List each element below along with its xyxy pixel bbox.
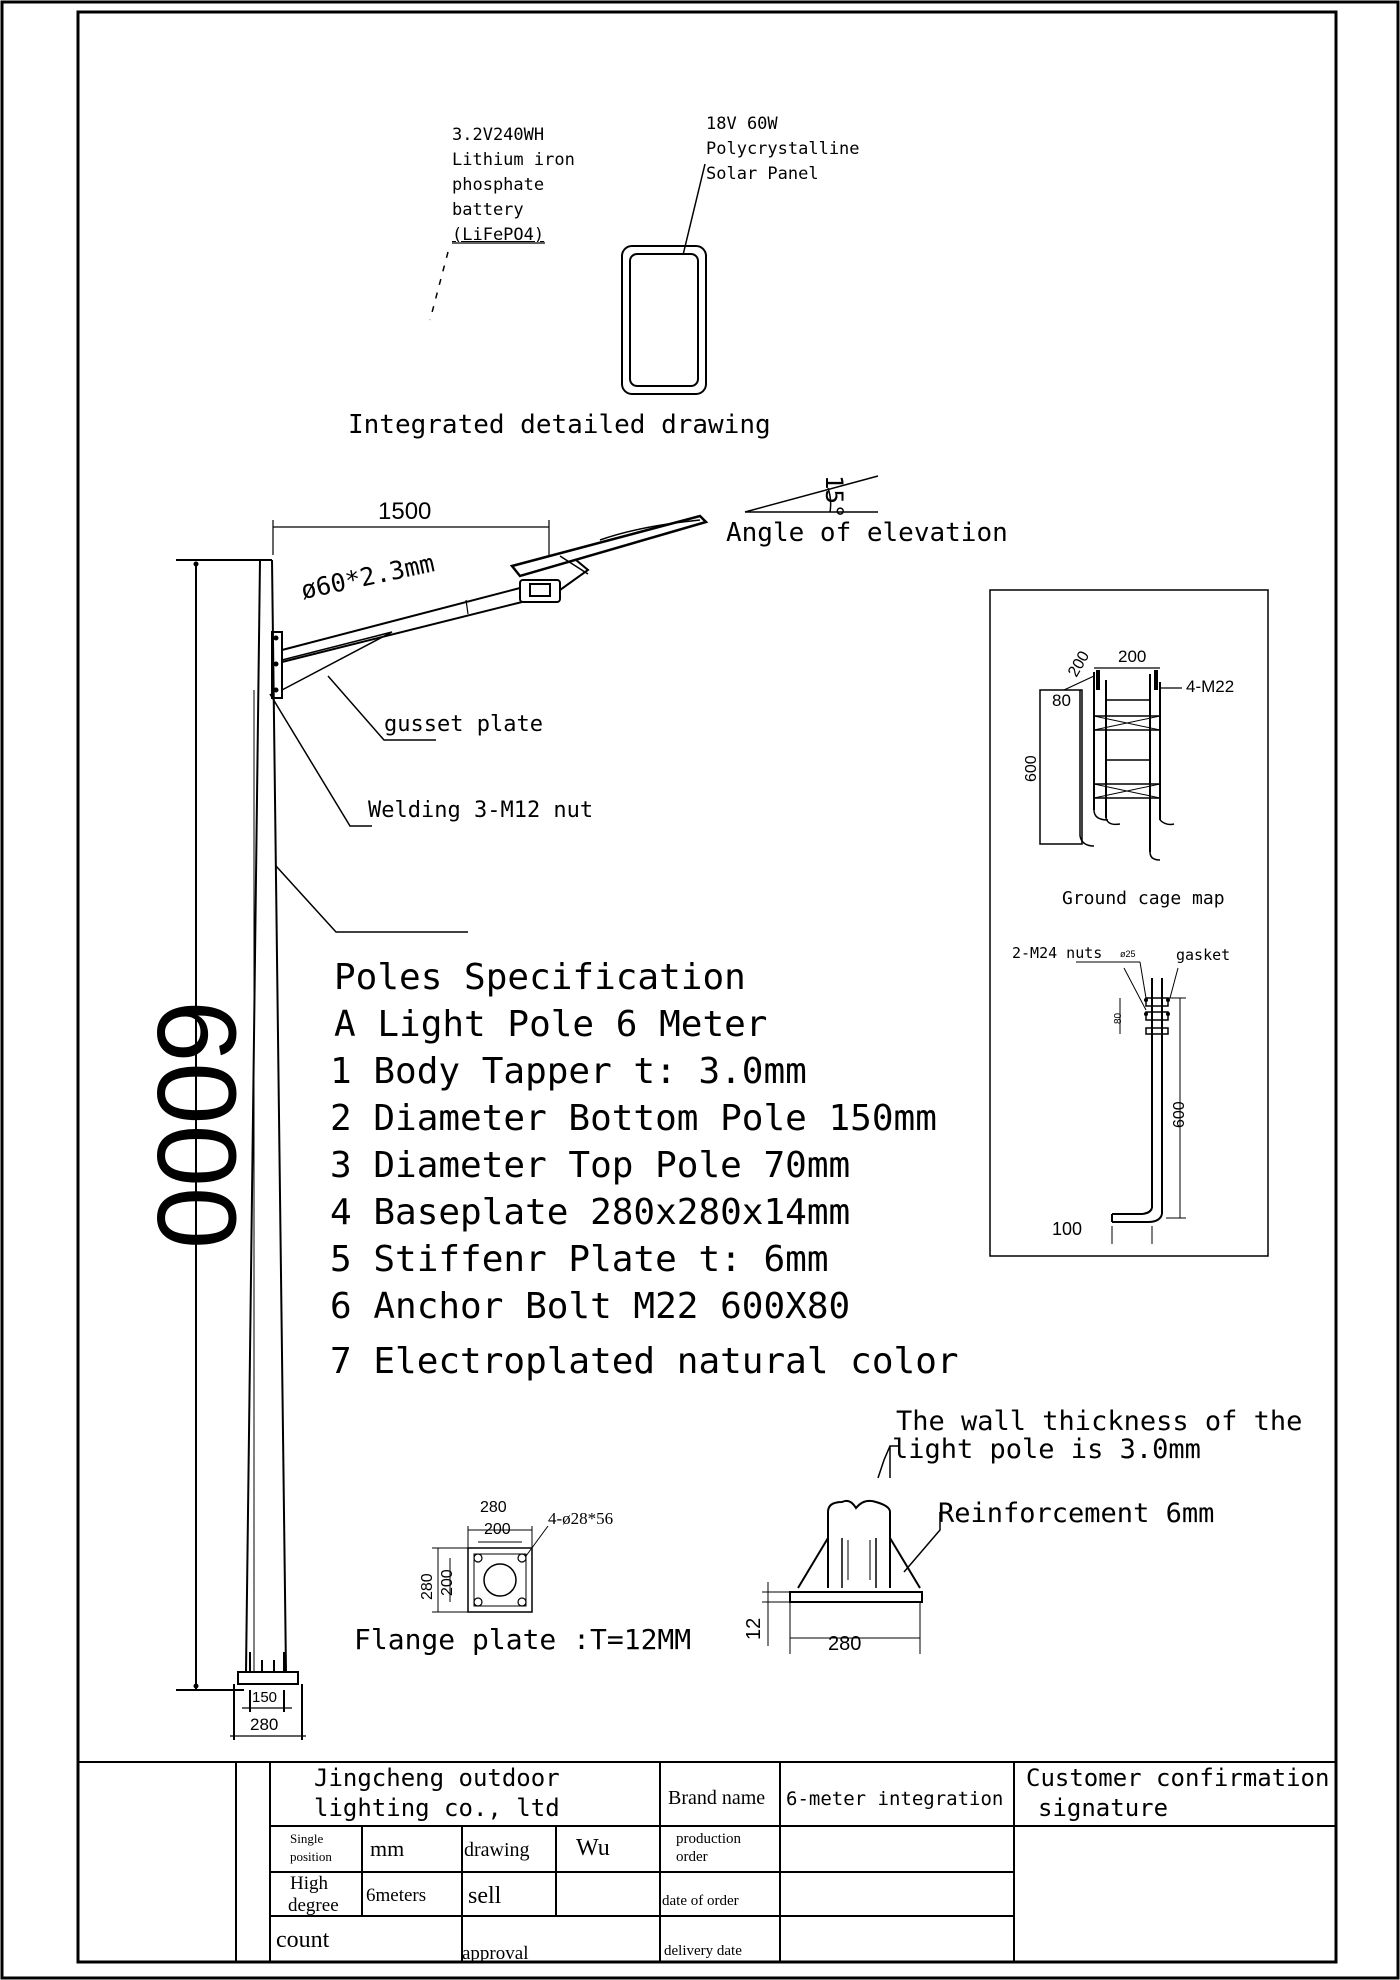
spec-line-a: A Light Pole 6 Meter <box>334 1004 768 1045</box>
battery-line-3: phosphate <box>452 175 545 195</box>
unit-label-1: Single <box>290 1831 324 1846</box>
cage-dim-200-b: 200 <box>1118 647 1147 666</box>
panel-line-1: 18V 60W <box>706 114 778 134</box>
pole-base-dim-150: 150 <box>252 1689 278 1706</box>
cage-dim-600: 600 <box>1023 755 1040 782</box>
company-line-2: lighting co., ltd <box>314 1794 560 1822</box>
brand-label: Brand name <box>668 1787 766 1809</box>
panel-line-3: Solar Panel <box>706 164 819 184</box>
pole-base-dim-280: 280 <box>250 1715 279 1734</box>
flange-dim-280-side: 280 <box>419 1573 436 1600</box>
weld-nut-label: Welding 3-M12 nut <box>368 798 594 823</box>
flange-caption: Flange plate :T=12MM <box>354 1623 692 1656</box>
base-dim-12: 12 <box>743 1617 765 1640</box>
prod-order-1: production <box>676 1831 741 1847</box>
flange-holes-label: 4-ø28*56 <box>548 1509 614 1528</box>
bolt-dim-80: 80 <box>1113 1012 1124 1024</box>
spec-line-6: 6 Anchor Bolt M22 600X80 <box>330 1286 851 1327</box>
height-value: 6meters <box>366 1885 427 1906</box>
unit-value: mm <box>370 1836 405 1861</box>
bolt-dim-600: 600 <box>1171 1101 1188 1128</box>
reinforcement-label: Reinforcement 6mm <box>938 1498 1215 1529</box>
height-label-2: degree <box>288 1895 339 1916</box>
spec-line-3: 3 Diameter Top Pole 70mm <box>330 1145 851 1186</box>
spec-line-4: 4 Baseplate 280x280x14mm <box>330 1192 851 1233</box>
battery-line-5: (LiFePO4) <box>452 225 545 245</box>
drawing-value: Wu <box>576 1835 610 1861</box>
bolt-dim-100: 100 <box>1052 1219 1083 1239</box>
brand-value: 6-meter integration <box>786 1788 1004 1810</box>
customer-line-2: signature <box>1038 1794 1169 1822</box>
panel-line-2: Polycrystalline <box>706 139 860 159</box>
drawing-label: drawing <box>464 1839 530 1861</box>
height-label-1: High <box>290 1873 328 1894</box>
elevation-angle-value: 15° <box>820 475 848 519</box>
wall-note-line-2: light pole is 3.0mm <box>892 1434 1201 1465</box>
cage-title: Ground cage map <box>1062 888 1225 909</box>
count-label: count <box>276 1927 330 1953</box>
spec-line-2: 2 Diameter Bottom Pole 150mm <box>330 1098 937 1139</box>
wall-note-line-1: The wall thickness of the <box>896 1406 1303 1437</box>
gusset-plate-label: gusset plate <box>384 712 543 737</box>
elevation-label: Angle of elevation <box>726 518 1008 548</box>
flange-dim-280-top: 280 <box>480 1499 507 1516</box>
spec-line-5: 5 Stiffenr Plate t: 6mm <box>330 1239 829 1280</box>
cage-phi-label: ø25 <box>1120 949 1136 959</box>
sell-label: sell <box>468 1883 502 1909</box>
flange-dim-200-top: 200 <box>484 1521 511 1538</box>
unit-label-2: position <box>290 1849 332 1864</box>
cage-dim-80: 80 <box>1052 691 1071 710</box>
cage-bolts-label: 4-M22 <box>1186 677 1235 696</box>
spec-title: Poles Specification <box>334 957 746 998</box>
approval-label: approval <box>462 1943 529 1964</box>
cage-nuts-label: 2-M24 nuts <box>1012 944 1103 962</box>
order-date-label: date of order <box>662 1893 739 1909</box>
spec-line-7: 7 Electroplated natural color <box>330 1341 959 1382</box>
base-dim-280: 280 <box>828 1633 862 1655</box>
cage-gasket-label: gasket <box>1176 946 1231 964</box>
pole-height-dim: 6000 <box>134 1000 259 1250</box>
integrated-title: Integrated detailed drawing <box>348 410 771 440</box>
battery-line-1: 3.2V240WH <box>452 125 545 145</box>
customer-line-1: Customer confirmation <box>1026 1764 1330 1792</box>
flange-dim-200-side: 200 <box>439 1569 456 1596</box>
spec-line-1: 1 Body Tapper t: 3.0mm <box>330 1051 807 1092</box>
company-line-1: Jingcheng outdoor <box>314 1764 560 1792</box>
battery-line-4: battery <box>452 200 524 220</box>
arm-length-dim: 1500 <box>378 498 432 525</box>
delivery-date-label: delivery date <box>664 1943 742 1959</box>
battery-line-2: Lithium iron <box>452 150 575 170</box>
prod-order-2: order <box>676 1849 708 1865</box>
